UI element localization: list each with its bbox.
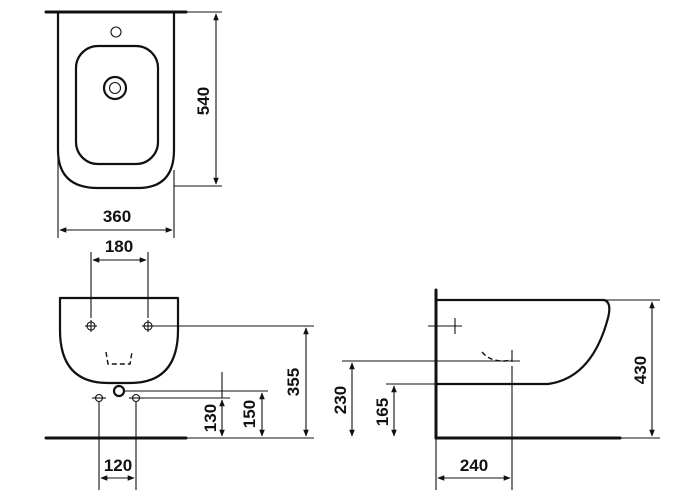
dimension-label-mount-height: 355 (284, 368, 303, 396)
bidet-bowl-top (74, 44, 160, 166)
bidet-outline-side (436, 298, 611, 386)
outlet-front (112, 384, 126, 398)
dimension-label-pipe-spacing: 120 (104, 456, 132, 475)
hidden-trap-front (105, 351, 133, 365)
bidet-outline-top (56, 12, 176, 190)
dimension-label-pipe-height-2: 150 (240, 400, 259, 428)
dimension-label-side-pipe-height: 230 (331, 386, 350, 414)
drain-inner (108, 81, 122, 95)
drain-outer (102, 75, 128, 101)
top-view: 540 360 (44, 10, 222, 238)
hidden-trap-side (481, 351, 513, 362)
dimension-label-pipe-height: 130 (201, 404, 220, 432)
side-view: 230 165 430 240 (331, 288, 660, 490)
dimension-label-total-height: 430 (631, 356, 650, 384)
dimension-label-width: 360 (103, 207, 131, 226)
tap-hole (110, 26, 122, 38)
front-view: 180 355 130 150 120 (44, 237, 314, 490)
dimension-label-height: 540 (194, 87, 213, 115)
dimension-label-projection: 240 (460, 456, 488, 475)
dimension-label-mount-spacing: 180 (105, 237, 133, 256)
dimension-label-side-pipe-height-2: 165 (373, 398, 392, 426)
bidet-outline-front (58, 296, 180, 385)
